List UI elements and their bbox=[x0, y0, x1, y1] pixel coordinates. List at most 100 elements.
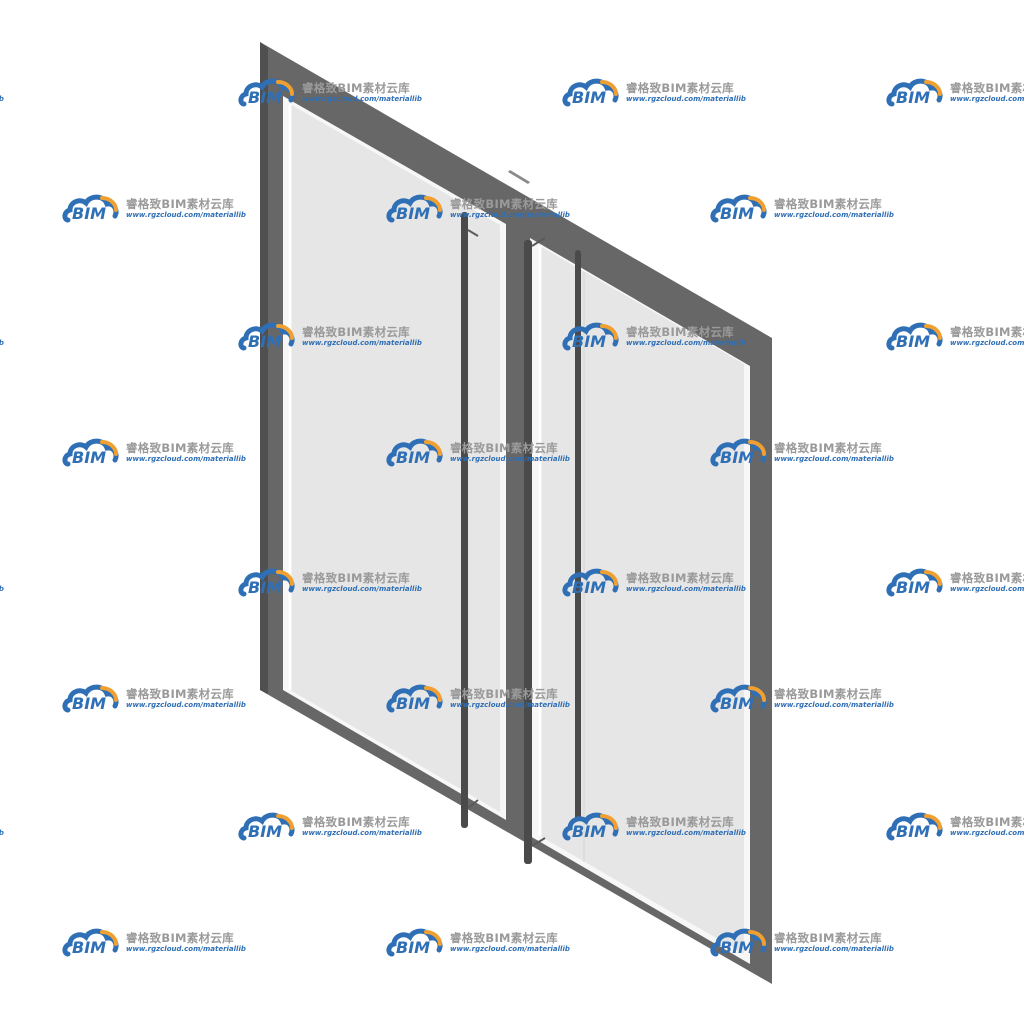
watermark: BIM 睿格致BIM素材云库 www.rgzcloud.com/material… bbox=[238, 808, 438, 844]
watermark-url-text: www.rgzcloud.com/materiallib bbox=[0, 585, 4, 593]
watermark: BIM 睿格致BIM素材云库 www.rgzcloud.com/material… bbox=[886, 808, 1024, 844]
bim-cloud-logo-icon bbox=[62, 684, 119, 713]
watermark-url-text: www.rgzcloud.com/materiallib bbox=[450, 211, 570, 219]
bim-cloud-logo-icon bbox=[386, 438, 443, 467]
watermark-logo-text: BIM bbox=[72, 938, 107, 957]
bim-cloud-logo-icon bbox=[238, 322, 295, 351]
watermark: BIM 睿格致BIM素材云库 www.rgzcloud.com/material… bbox=[386, 190, 586, 226]
watermark-logo-text: BIM bbox=[72, 204, 107, 223]
watermark-brand-text: 睿格致BIM素材云库 bbox=[126, 687, 234, 701]
watermark: BIM 睿格致BIM素材云库 www.rgzcloud.com/material… bbox=[886, 318, 1024, 354]
watermark-logo-text: BIM bbox=[720, 694, 755, 713]
watermark-brand-text: 睿格致BIM素材云库 bbox=[950, 815, 1024, 829]
watermark-brand-text: 睿格致BIM素材云库 bbox=[626, 325, 734, 339]
watermark-brand-text: 睿格致BIM素材云库 bbox=[774, 197, 882, 211]
watermark-url-text: www.rgzcloud.com/materiallib bbox=[126, 945, 246, 953]
watermark: BIM 睿格致BIM素材云库 www.rgzcloud.com/material… bbox=[0, 564, 20, 600]
watermark-url-text: www.rgzcloud.com/materiallib bbox=[774, 945, 894, 953]
watermark-url-text: www.rgzcloud.com/materiallib bbox=[774, 701, 894, 709]
watermark-logo-text: BIM bbox=[896, 578, 931, 597]
bim-cloud-logo-icon bbox=[238, 812, 295, 841]
watermark-brand-text: 睿格致BIM素材云库 bbox=[950, 325, 1024, 339]
watermark-url-text: www.rgzcloud.com/materiallib bbox=[0, 829, 4, 837]
bim-cloud-logo-icon bbox=[710, 684, 767, 713]
bim-cloud-logo-icon bbox=[886, 568, 943, 597]
watermark: BIM 睿格致BIM素材云库 www.rgzcloud.com/material… bbox=[386, 434, 586, 470]
watermark: BIM 睿格致BIM素材云库 www.rgzcloud.com/material… bbox=[62, 434, 262, 470]
bim-cloud-logo-icon bbox=[62, 928, 119, 957]
watermark: BIM 睿格致BIM素材云库 www.rgzcloud.com/material… bbox=[562, 808, 762, 844]
watermark-brand-text: 睿格致BIM素材云库 bbox=[302, 325, 410, 339]
watermark: BIM 睿格致BIM素材云库 www.rgzcloud.com/material… bbox=[710, 190, 910, 226]
watermark-url-text: www.rgzcloud.com/materiallib bbox=[126, 455, 246, 463]
watermark: BIM 睿格致BIM素材云库 www.rgzcloud.com/material… bbox=[886, 564, 1024, 600]
watermark: BIM 睿格致BIM素材云库 www.rgzcloud.com/material… bbox=[238, 74, 438, 110]
watermark: BIM 睿格致BIM素材云库 www.rgzcloud.com/material… bbox=[710, 434, 910, 470]
watermark-url-text: www.rgzcloud.com/materiallib bbox=[126, 211, 246, 219]
right-leaf-handle bbox=[575, 250, 581, 820]
watermark-url-text: www.rgzcloud.com/materiallib bbox=[626, 95, 746, 103]
watermark-url-text: www.rgzcloud.com/materiallib bbox=[774, 455, 894, 463]
watermark-logo-text: BIM bbox=[720, 204, 755, 223]
watermark-brand-text: 睿格致BIM素材云库 bbox=[302, 81, 410, 95]
watermark-brand-text: 睿格致BIM素材云库 bbox=[450, 441, 558, 455]
watermark: BIM 睿格致BIM素材云库 www.rgzcloud.com/material… bbox=[710, 680, 910, 716]
center-handle bbox=[524, 240, 532, 864]
watermark-url-text: www.rgzcloud.com/materiallib bbox=[950, 95, 1024, 103]
watermark: BIM 睿格致BIM素材云库 www.rgzcloud.com/material… bbox=[386, 924, 586, 960]
watermark-brand-text: 睿格致BIM素材云库 bbox=[626, 815, 734, 829]
watermark-brand-text: 睿格致BIM素材云库 bbox=[450, 931, 558, 945]
watermark-url-text: www.rgzcloud.com/materiallib bbox=[450, 701, 570, 709]
watermark: BIM 睿格致BIM素材云库 www.rgzcloud.com/material… bbox=[562, 318, 762, 354]
watermark-logo-text: BIM bbox=[248, 88, 283, 107]
watermark-brand-text: 睿格致BIM素材云库 bbox=[302, 815, 410, 829]
watermark-logo-text: BIM bbox=[248, 332, 283, 351]
watermark: BIM 睿格致BIM素材云库 www.rgzcloud.com/material… bbox=[238, 564, 438, 600]
watermark: BIM 睿格致BIM素材云库 www.rgzcloud.com/material… bbox=[62, 924, 262, 960]
bim-cloud-logo-icon bbox=[562, 812, 619, 841]
left-leaf-glass-pane bbox=[290, 104, 500, 812]
watermark-brand-text: 睿格致BIM素材云库 bbox=[774, 931, 882, 945]
watermark-brand-text: 睿格致BIM素材云库 bbox=[450, 197, 558, 211]
watermark-url-text: www.rgzcloud.com/materiallib bbox=[0, 339, 4, 347]
bim-cloud-logo-icon bbox=[386, 928, 443, 957]
watermark-brand-text: 睿格致BIM素材云库 bbox=[626, 571, 734, 585]
watermark-logo-text: BIM bbox=[396, 694, 431, 713]
watermark-logo-text: BIM bbox=[572, 88, 607, 107]
bim-cloud-logo-icon bbox=[238, 78, 295, 107]
watermark-logo-text: BIM bbox=[72, 448, 107, 467]
watermark: BIM 睿格致BIM素材云库 www.rgzcloud.com/material… bbox=[562, 74, 762, 110]
watermark-brand-text: 睿格致BIM素材云库 bbox=[774, 441, 882, 455]
watermark: BIM 睿格致BIM素材云库 www.rgzcloud.com/material… bbox=[562, 564, 762, 600]
watermark-url-text: www.rgzcloud.com/materiallib bbox=[126, 701, 246, 709]
watermark-brand-text: 睿格致BIM素材云库 bbox=[126, 931, 234, 945]
door-frame-edge bbox=[260, 42, 268, 694]
watermark: BIM 睿格致BIM素材云库 www.rgzcloud.com/material… bbox=[62, 680, 262, 716]
watermark-url-text: www.rgzcloud.com/materiallib bbox=[950, 339, 1024, 347]
watermark-logo-text: BIM bbox=[248, 578, 283, 597]
watermark-url-text: www.rgzcloud.com/materiallib bbox=[950, 585, 1024, 593]
watermark-logo-text: BIM bbox=[720, 448, 755, 467]
watermark-url-text: www.rgzcloud.com/materiallib bbox=[774, 211, 894, 219]
watermark: BIM 睿格致BIM素材云库 www.rgzcloud.com/material… bbox=[0, 808, 20, 844]
bim-cloud-logo-icon bbox=[238, 568, 295, 597]
watermark-logo-text: BIM bbox=[572, 332, 607, 351]
watermark-url-text: www.rgzcloud.com/materiallib bbox=[626, 585, 746, 593]
watermark: BIM 睿格致BIM素材云库 www.rgzcloud.com/material… bbox=[886, 74, 1024, 110]
bim-cloud-logo-icon bbox=[886, 78, 943, 107]
bim-cloud-logo-icon bbox=[562, 568, 619, 597]
watermark-brand-text: 睿格致BIM素材云库 bbox=[450, 687, 558, 701]
watermark-url-text: www.rgzcloud.com/materiallib bbox=[450, 945, 570, 953]
watermark-url-text: www.rgzcloud.com/materiallib bbox=[626, 339, 746, 347]
watermark-brand-text: 睿格致BIM素材云库 bbox=[950, 81, 1024, 95]
watermark-logo-text: BIM bbox=[572, 578, 607, 597]
watermark: BIM 睿格致BIM素材云库 www.rgzcloud.com/material… bbox=[710, 924, 910, 960]
watermark-brand-text: 睿格致BIM素材云库 bbox=[774, 687, 882, 701]
bim-cloud-logo-icon bbox=[62, 438, 119, 467]
watermark-logo-text: BIM bbox=[572, 822, 607, 841]
watermark-logo-text: BIM bbox=[72, 694, 107, 713]
bim-cloud-logo-icon bbox=[710, 438, 767, 467]
watermark-url-text: www.rgzcloud.com/materiallib bbox=[302, 829, 422, 837]
